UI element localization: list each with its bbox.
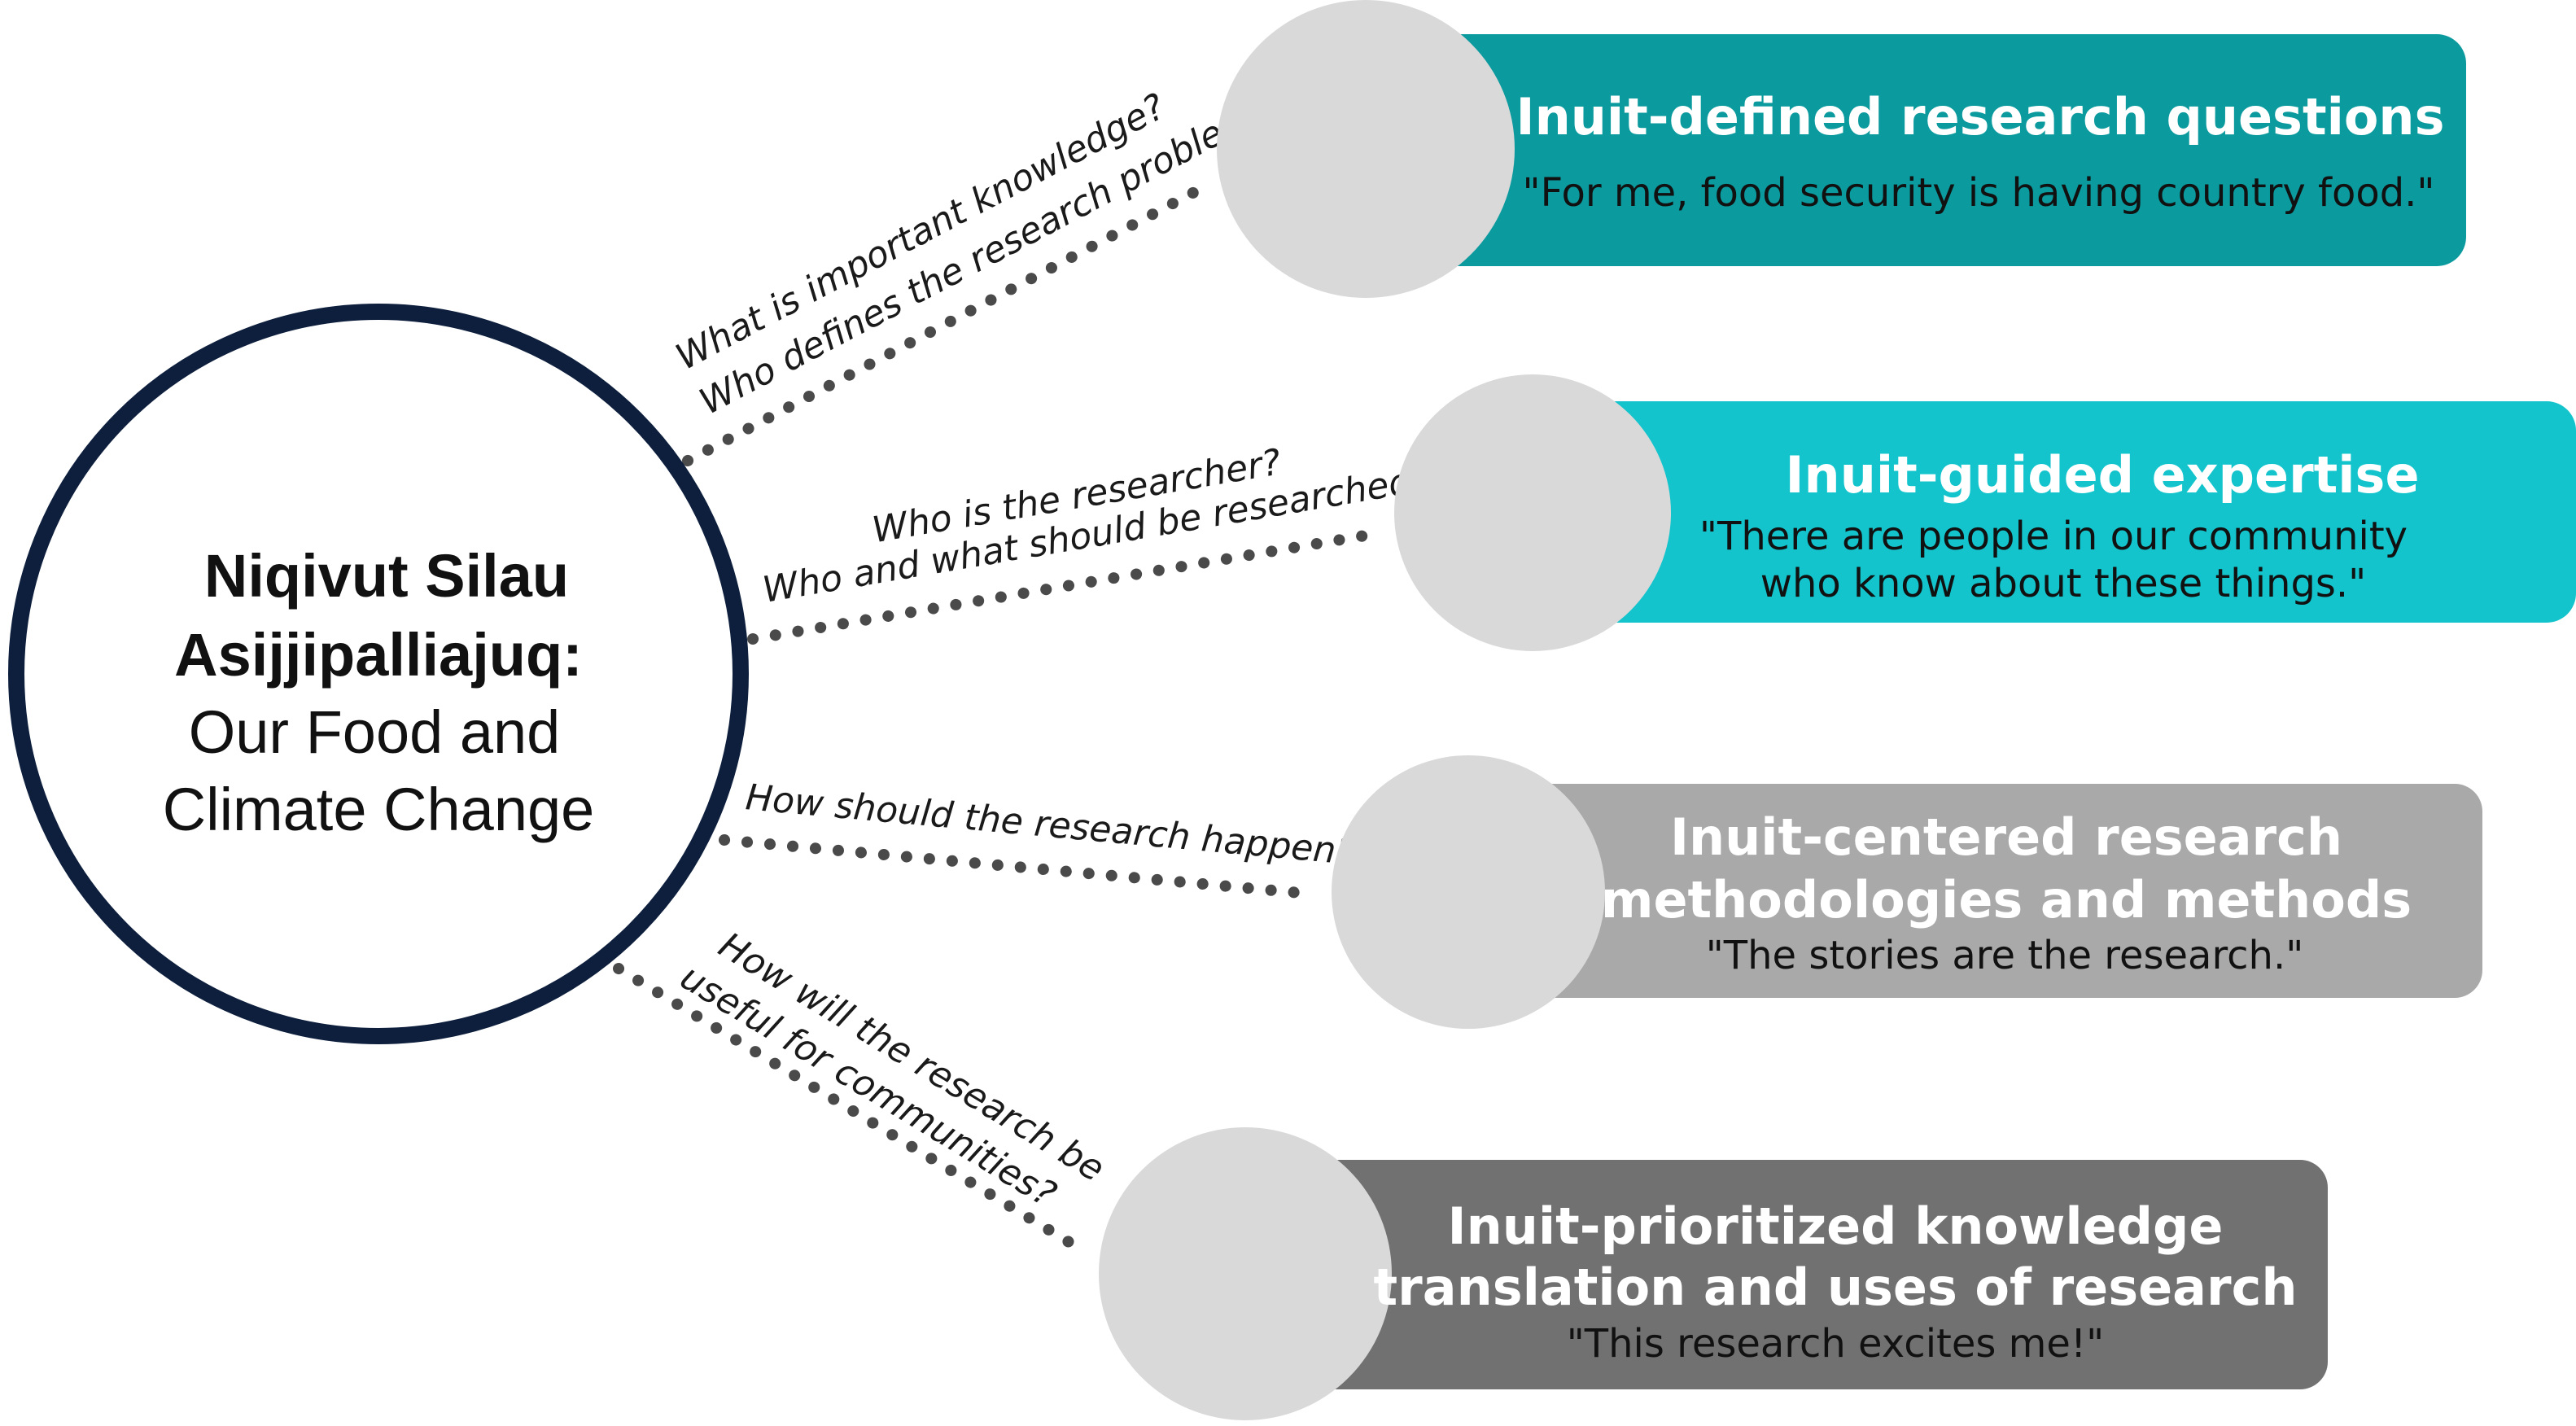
- connector-3: [719, 834, 1314, 899]
- question-1-line-2: Who defines the research problem?: [693, 87, 1278, 423]
- hub-circle: [8, 304, 749, 1044]
- question-3-line-1: How should the research happen?: [744, 776, 1357, 873]
- branch-card-3: Inuit-centered research methodologies an…: [1332, 755, 2482, 1029]
- card-2-quote-line-2: who know about these things.": [1760, 561, 2367, 606]
- hub-subtitle-line-2: Climate Change: [163, 776, 595, 843]
- card-3-background: [1469, 784, 2482, 998]
- card-1-title-line-1: Inuit-defined research questions: [1516, 87, 2445, 147]
- connector-4: [613, 963, 1080, 1251]
- question-label-3: How should the research happen?: [744, 776, 1357, 873]
- card-3-node-circle: [1332, 755, 1605, 1029]
- question-label-1: What is important knowledge? Who defines…: [669, 85, 1278, 423]
- card-1-node-circle: [1217, 0, 1515, 298]
- card-2-title-line-1: Inuit-guided expertise: [1785, 445, 2419, 505]
- card-3-quote-line-1: "The stories are the research.": [1706, 933, 2304, 978]
- connector-2: [747, 527, 1385, 645]
- hub-title-line-1: Niqivut Silau: [204, 542, 569, 610]
- card-4-background: [1282, 1160, 2328, 1389]
- card-4-title-line-2: translation and uses of research: [1374, 1258, 2298, 1317]
- connector-1: [682, 183, 1206, 466]
- card-2-quote-line-1: "There are people in our community: [1699, 514, 2408, 559]
- hub-subtitle-line-1: Our Food and: [189, 698, 561, 766]
- question-4-line-2: useful for communities?: [673, 956, 1063, 1216]
- question-label-4: How will the research be useful for comm…: [673, 925, 1112, 1216]
- card-1-background: [1351, 34, 2466, 266]
- card-2-node-circle: [1394, 374, 1671, 651]
- hub-title-line-2: Asijjipalliajuq:: [174, 621, 583, 689]
- card-3-title-line-2: methodologies and methods: [1601, 870, 2412, 930]
- card-3-title-line-1: Inuit-centered research: [1670, 807, 2342, 867]
- central-hub: Niqivut Silau Asijjipalliajuq: Our Food …: [8, 304, 749, 1044]
- card-2-background: [1530, 401, 2576, 623]
- card-4-quote-line-1: "This research excites me!": [1567, 1321, 2105, 1367]
- branch-card-2: Inuit-guided expertise "There are people…: [1394, 374, 2576, 651]
- question-1-line-1: What is important knowledge?: [669, 85, 1172, 378]
- card-4-node-circle: [1099, 1127, 1392, 1420]
- branch-card-1: Inuit-defined research questions "For me…: [1217, 0, 2466, 298]
- branch-card-4: Inuit-prioritized knowledge translation …: [1099, 1127, 2328, 1420]
- card-1-quote-line-1: "For me, food security is having country…: [1523, 170, 2435, 216]
- card-4-title-line-1: Inuit-prioritized knowledge: [1448, 1196, 2224, 1256]
